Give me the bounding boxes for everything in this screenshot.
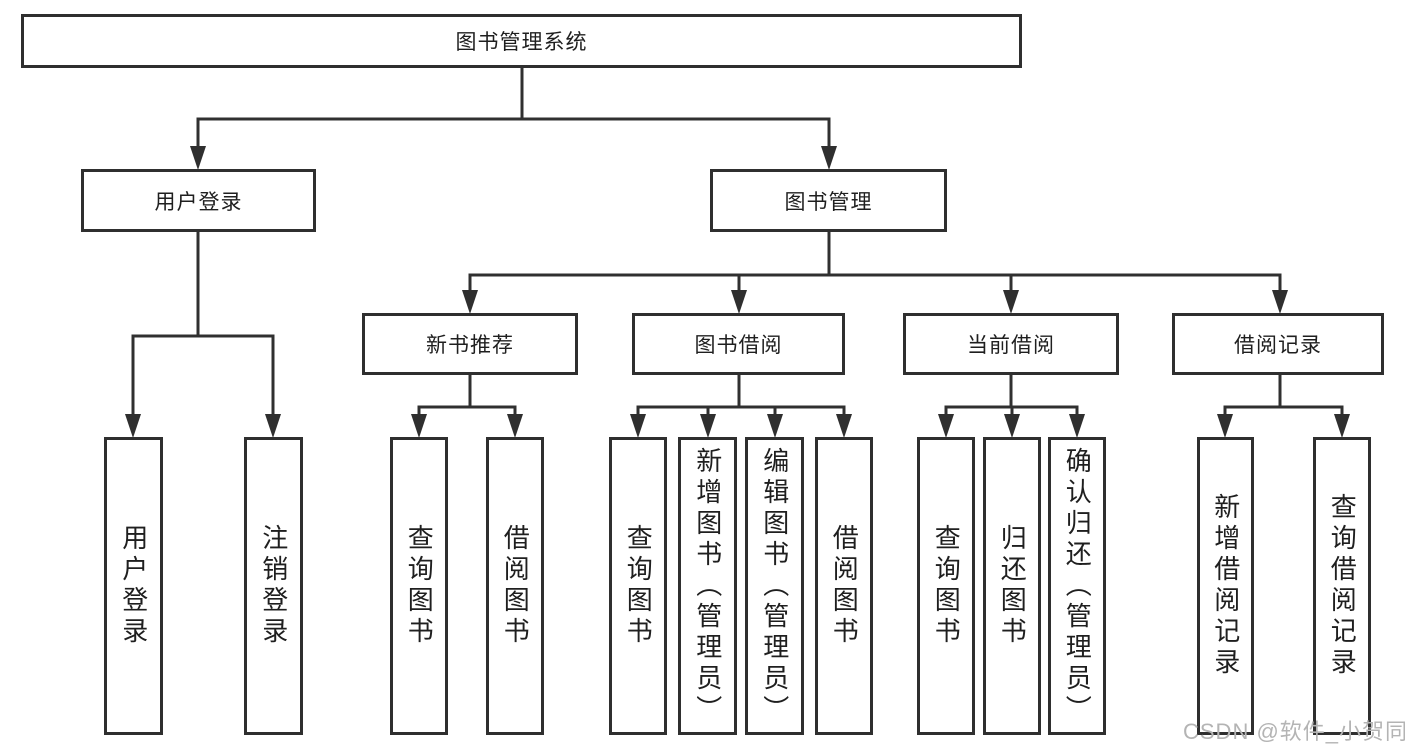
connector-current-borrowing-to-leaves: [938, 375, 1085, 438]
node-borrow-records: 借阅记录: [1172, 313, 1384, 375]
leaf-confirm-return-admin: 确认归还（管理员）: [1048, 437, 1106, 735]
leaf-return-books: 归还图书: [983, 437, 1041, 735]
node-book-management-branch: 图书管理: [710, 169, 947, 232]
node-book-borrowing: 图书借阅: [632, 313, 845, 375]
leaf-label: 归还图书: [997, 524, 1028, 648]
leaf-add-borrow-record: 新增借阅记录: [1197, 437, 1254, 735]
leaf-query-books-recommend: 查询图书: [390, 437, 448, 735]
leaf-label: 编辑图书（管理员）: [759, 446, 790, 726]
leaf-query-borrow-record: 查询借阅记录: [1313, 437, 1371, 735]
leaf-borrow-books-recommend: 借阅图书: [486, 437, 544, 735]
leaf-logout: 注销登录: [244, 437, 303, 735]
leaf-label: 新增借阅记录: [1210, 493, 1241, 679]
leaf-label: 注销登录: [258, 524, 289, 648]
leaf-add-book-admin: 新增图书（管理员）: [678, 437, 737, 735]
leaf-borrow-books-borrowing: 借阅图书: [815, 437, 873, 735]
connector-borrow-records-to-leaves: [1217, 375, 1350, 438]
leaf-label: 查询图书: [931, 524, 962, 648]
leaf-label: 用户登录: [118, 524, 149, 648]
csdn-watermark: CSDN @软件_小贺同学: [1183, 719, 1405, 744]
leaf-label: 查询图书: [623, 524, 654, 648]
leaf-label: 查询图书: [404, 524, 435, 648]
leaf-label: 查询借阅记录: [1327, 493, 1358, 679]
connector-new-book-recommend-to-leaves: [411, 375, 523, 438]
node-new-book-recommend: 新书推荐: [362, 313, 578, 375]
leaf-label: 确认归还（管理员）: [1062, 446, 1093, 726]
leaf-edit-book-admin: 编辑图书（管理员）: [745, 437, 804, 735]
leaf-label: 借阅图书: [500, 524, 531, 648]
leaf-label: 新增图书（管理员）: [692, 446, 723, 726]
connector-book-borrowing-to-leaves: [630, 375, 852, 438]
connector-user-login-to-leaves: [125, 232, 281, 438]
connector-book-management-to-level3: [462, 232, 1288, 314]
node-current-borrowing: 当前借阅: [903, 313, 1119, 375]
connector-root-to-level2: [190, 68, 837, 170]
node-user-login-branch: 用户登录: [81, 169, 316, 232]
leaf-label: 借阅图书: [829, 524, 860, 648]
leaf-query-books-borrowing: 查询图书: [609, 437, 667, 735]
node-root-library-management-system: 图书管理系统: [21, 14, 1022, 68]
leaf-user-login: 用户登录: [104, 437, 163, 735]
leaf-query-books-current: 查询图书: [917, 437, 975, 735]
